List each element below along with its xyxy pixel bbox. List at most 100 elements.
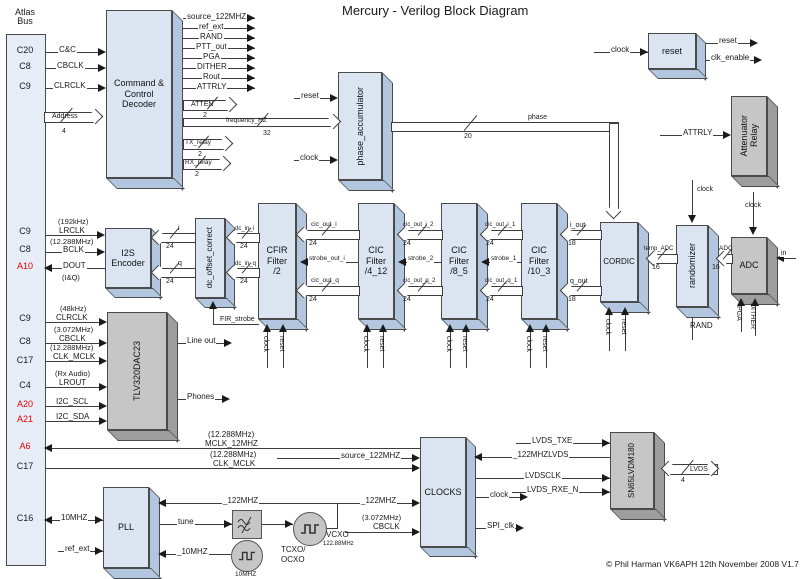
wire [609, 315, 610, 351]
block-face: CORDIC [600, 222, 638, 302]
iq-note: (I&Q) [62, 273, 80, 282]
block-phase-accumulator: phase_accumulator [338, 72, 395, 193]
wire [403, 262, 441, 263]
signal-122mhzlvds: _122MHZLVDS [512, 450, 570, 459]
arrowhead [222, 395, 230, 403]
signal-cic-out-q-2: cic_out_q_2 [403, 278, 436, 284]
arrowhead [542, 324, 550, 332]
block-face: CIC Filter /4_12 [358, 203, 394, 319]
block-label: PLL [117, 522, 134, 533]
wire [324, 528, 338, 529]
signal-rout: Rout [202, 72, 221, 81]
square-wave-icon [301, 524, 319, 534]
signal-rand: RAND [199, 32, 224, 41]
block-sn65lvdm180: SN65LVDM180 [610, 432, 667, 522]
signal-reset-out: reset [718, 36, 738, 45]
wire [383, 332, 384, 368]
bus-width: 20 [464, 133, 472, 140]
signal-clock: clock [697, 186, 713, 193]
arrowhead [247, 74, 255, 82]
wire [283, 332, 284, 368]
signal-rand: RAND [690, 321, 713, 330]
arrowhead [398, 258, 406, 266]
block-3d-bottom [107, 430, 180, 441]
signal-clrclk: CLRCLK [53, 81, 87, 90]
signal-ptt-out: PTT_out [195, 42, 228, 51]
arrowhead [602, 439, 610, 447]
bus-pin: C8 [19, 244, 31, 254]
arrowhead [520, 493, 528, 501]
wire [267, 332, 268, 368]
signal-cic-out-i: cic_out_i [311, 221, 337, 228]
arrowhead [99, 318, 107, 326]
arrowhead [224, 520, 232, 528]
arrowhead [285, 520, 293, 528]
signal-cbclk: CBCLK [372, 522, 401, 531]
bus-width: 24 [486, 296, 494, 303]
bus-width: 24 [403, 296, 411, 303]
bus-pin: C8 [19, 336, 31, 346]
arrowhead [263, 324, 271, 332]
signal-dc-in-q: dc_in_q [235, 261, 257, 267]
arrowhead [379, 324, 387, 332]
signal-q-out: q_out [570, 278, 588, 285]
block-label: ADC [739, 260, 759, 271]
copyright-note: © Phil Harman VK6APH 12th November 2008 … [606, 559, 799, 569]
block-label: TLV320DAC23 [131, 341, 142, 401]
block-3d-bottom [338, 180, 395, 191]
bus-arrow-phase-v [609, 123, 619, 209]
block-label: I2S Encoder [111, 247, 145, 268]
bus-width: 16 [712, 264, 720, 271]
freq-note: (12.288MHz) [208, 430, 255, 439]
arrowhead [247, 44, 255, 52]
block-3d-side [557, 203, 568, 332]
block-label: dc_offset_correct [205, 227, 215, 289]
block-cic-filter-10-3: CIC Filter /10_3 [521, 203, 570, 332]
wire [741, 306, 742, 332]
arrowhead [462, 324, 470, 332]
arrowhead [751, 298, 759, 306]
wire [337, 503, 338, 528]
signal-source-122mhz: source_122MHZ [340, 451, 402, 460]
bus-pin: C9 [19, 81, 31, 91]
block-3d-bottom [610, 509, 667, 520]
signal-clk-mclk: CLK_MCLK [52, 352, 97, 361]
bus-pin: C17 [16, 461, 34, 471]
arrowhead [247, 64, 255, 72]
arrowhead [605, 307, 613, 315]
block-pll: PLL [103, 487, 162, 579]
arrowhead [412, 464, 420, 472]
arrowhead [224, 339, 232, 347]
bus-pin: A20 [16, 399, 33, 409]
arrowhead [99, 383, 107, 391]
block-face: dc_offset_correct [195, 218, 225, 298]
freq-note: (48kHz) [60, 304, 87, 313]
arrowhead [97, 248, 105, 256]
signal-reset: reset [620, 319, 627, 335]
signal-i: i [178, 225, 180, 232]
block-reset: reset [648, 33, 708, 81]
arrowhead [363, 324, 371, 332]
arrowhead [209, 301, 217, 309]
signal-source-122mhz: source_122MHZ [186, 12, 248, 21]
signal-attrly: ATTRLY [196, 82, 228, 91]
vcxo-label: VCXO [326, 530, 349, 539]
arrowhead [412, 528, 420, 536]
atlas-bus [6, 34, 46, 566]
arrowhead [602, 474, 610, 482]
bus-arrow-phase-h [391, 122, 619, 132]
block-face: CIC Filter /10_3 [521, 203, 557, 319]
block-command-control-decoder: Command & Control Decoder [106, 10, 185, 191]
freq-note: (192kHz) [58, 217, 89, 226]
arrowhead [98, 64, 106, 72]
block-face: reset [648, 33, 696, 69]
block-3d-side [167, 312, 178, 443]
signal-line-out: Line out [186, 336, 217, 345]
signal-address: Address [52, 113, 78, 120]
bus-pin: C4 [19, 380, 31, 390]
signal-cic-out-i-1: cic_out_i_1 [485, 222, 516, 228]
signal-lrout: LROUT [58, 378, 88, 387]
bus-width: 18 [568, 296, 576, 303]
signal-ref-ext: ref_ext [64, 544, 91, 553]
signal-q: q [178, 260, 182, 267]
